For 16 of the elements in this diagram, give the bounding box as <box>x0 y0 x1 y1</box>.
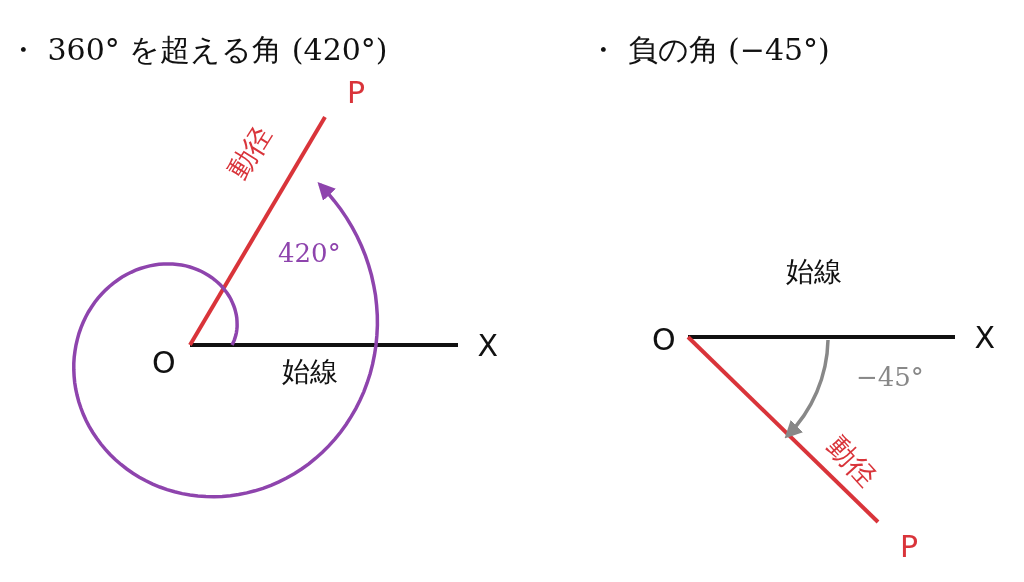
edge-label: 始線 <box>282 356 338 388</box>
ray-line <box>190 343 458 347</box>
ray-line <box>188 115 327 347</box>
point-label: O <box>652 322 688 358</box>
edge-label: 動径 <box>821 430 883 494</box>
edge-label: 始線 <box>786 256 842 288</box>
point-label: X <box>458 330 498 362</box>
heading: ・ 負の角 (−45°) <box>588 31 830 69</box>
ray-line <box>686 335 880 524</box>
ray-line <box>688 335 955 339</box>
heading: ・ 360° を超える角 (420°) <box>8 31 388 69</box>
point-label: P <box>325 78 365 117</box>
edge-label: 動径 <box>222 120 279 185</box>
point-label: X <box>955 322 995 354</box>
point-label: P <box>878 522 918 562</box>
point-label: O <box>152 342 190 378</box>
